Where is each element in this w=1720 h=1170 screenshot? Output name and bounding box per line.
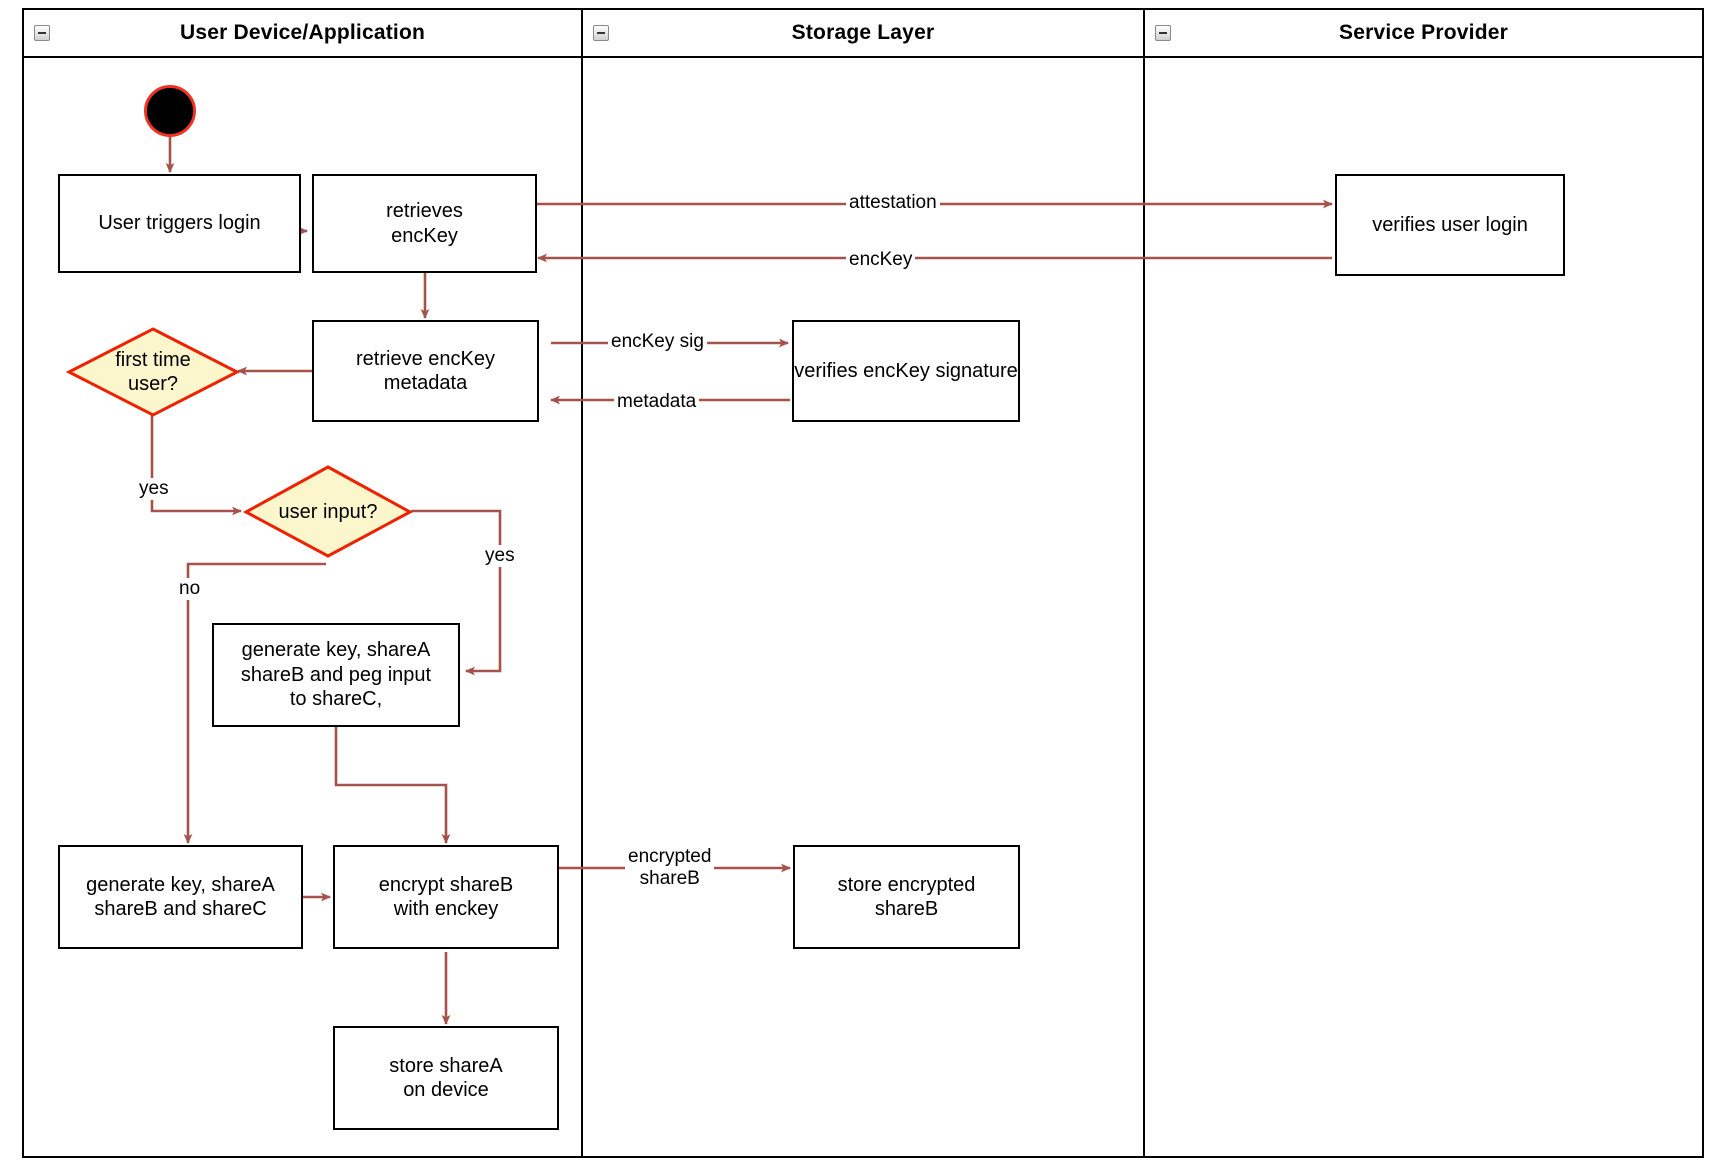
decision-shape [242,465,414,558]
decision-label-line2: user? [127,373,179,395]
edge-label-no-user-input: no [176,578,204,600]
action-label-line1: store encrypted [837,873,976,896]
decision-label: user input? [243,464,413,559]
action-verifies-enckey-signature[interactable]: verifies encKey signature [792,320,1020,422]
action-label-line2: shareB and peg input [240,663,432,686]
action-user-triggers-login[interactable]: User triggers login [58,174,301,273]
action-label-line1: encrypt shareB [378,873,514,896]
lane-divider-1 [581,58,583,1158]
action-label-line1: store shareA [389,1054,503,1077]
lane-divider-2 [1143,58,1145,1158]
action-label: User triggers login [98,212,261,235]
action-retrieves-enckey[interactable]: retrieves encKey [312,174,537,273]
diagram-frame [22,8,1704,1158]
action-label-line2: encKey [391,224,458,247]
lane-title-storage: Storage Layer [791,21,935,44]
edge-label-enckey-sig: encKey sig [608,331,707,353]
lane-title-user-device: User Device/Application [179,21,425,44]
edge-label-line1: encrypted [628,846,712,867]
decision-label-line1: user input? [278,500,378,523]
action-label-line1: generate key, shareA [86,873,275,896]
decision-label: first time user? [66,326,240,418]
decision-first-time-user[interactable]: first time user? [65,326,241,418]
action-label-line2: with enckey [393,898,499,920]
action-verifies-user-login[interactable]: verifies user login [1335,174,1565,276]
action-label-line3: to shareC, [289,688,383,711]
lane-title-service-provider: Service Provider [1339,21,1508,44]
collapse-icon[interactable] [593,25,609,41]
action-store-encrypted-shareb[interactable]: store encrypted shareB [793,845,1020,949]
action-label-line2: shareB [874,898,939,920]
collapse-icon[interactable] [34,25,50,41]
lane-header-storage[interactable]: Storage Layer [581,10,1143,58]
edge-label-yes-user-input: yes [482,545,518,567]
action-label-line2: shareB and shareC [94,898,267,920]
action-label-line2: on device [403,1079,489,1101]
decision-user-input[interactable]: user input? [242,464,414,559]
lane-header-user-device[interactable]: User Device/Application [24,10,581,58]
action-encrypt-shareb[interactable]: encrypt shareB with enckey [333,845,559,949]
edge-label-enckey: encKey [846,249,916,271]
action-label-line1: retrieves [386,200,463,223]
edge-label-attestation: attestation [846,192,940,214]
decision-label-line1: first time [115,349,191,371]
action-label-line1: retrieve encKey [356,347,495,370]
lane-header-service-provider[interactable]: Service Provider [1143,10,1702,58]
edge-label-yes-first-time: yes [136,478,172,500]
action-retrieve-enckey-metadata[interactable]: retrieve encKey metadata [312,320,539,422]
action-label: verifies user login [1372,213,1528,236]
action-label-line2: metadata [383,372,468,394]
initial-node[interactable] [144,85,196,137]
collapse-icon[interactable] [1155,25,1171,41]
decision-shape [65,327,241,417]
edge-label-encrypted-shareb: encrypted shareB [625,846,715,890]
action-label-line1: generate key, shareA [241,639,431,662]
action-generate-key-sharec[interactable]: generate key, shareA shareB and shareC [58,845,303,949]
action-generate-key-peg[interactable]: generate key, shareA shareB and peg inpu… [212,623,460,727]
action-store-sharea[interactable]: store shareA on device [333,1026,559,1130]
action-label: verifies encKey signature [794,359,1018,382]
edge-label-line2: shareB [639,867,700,889]
edge-label-metadata: metadata [614,391,700,413]
